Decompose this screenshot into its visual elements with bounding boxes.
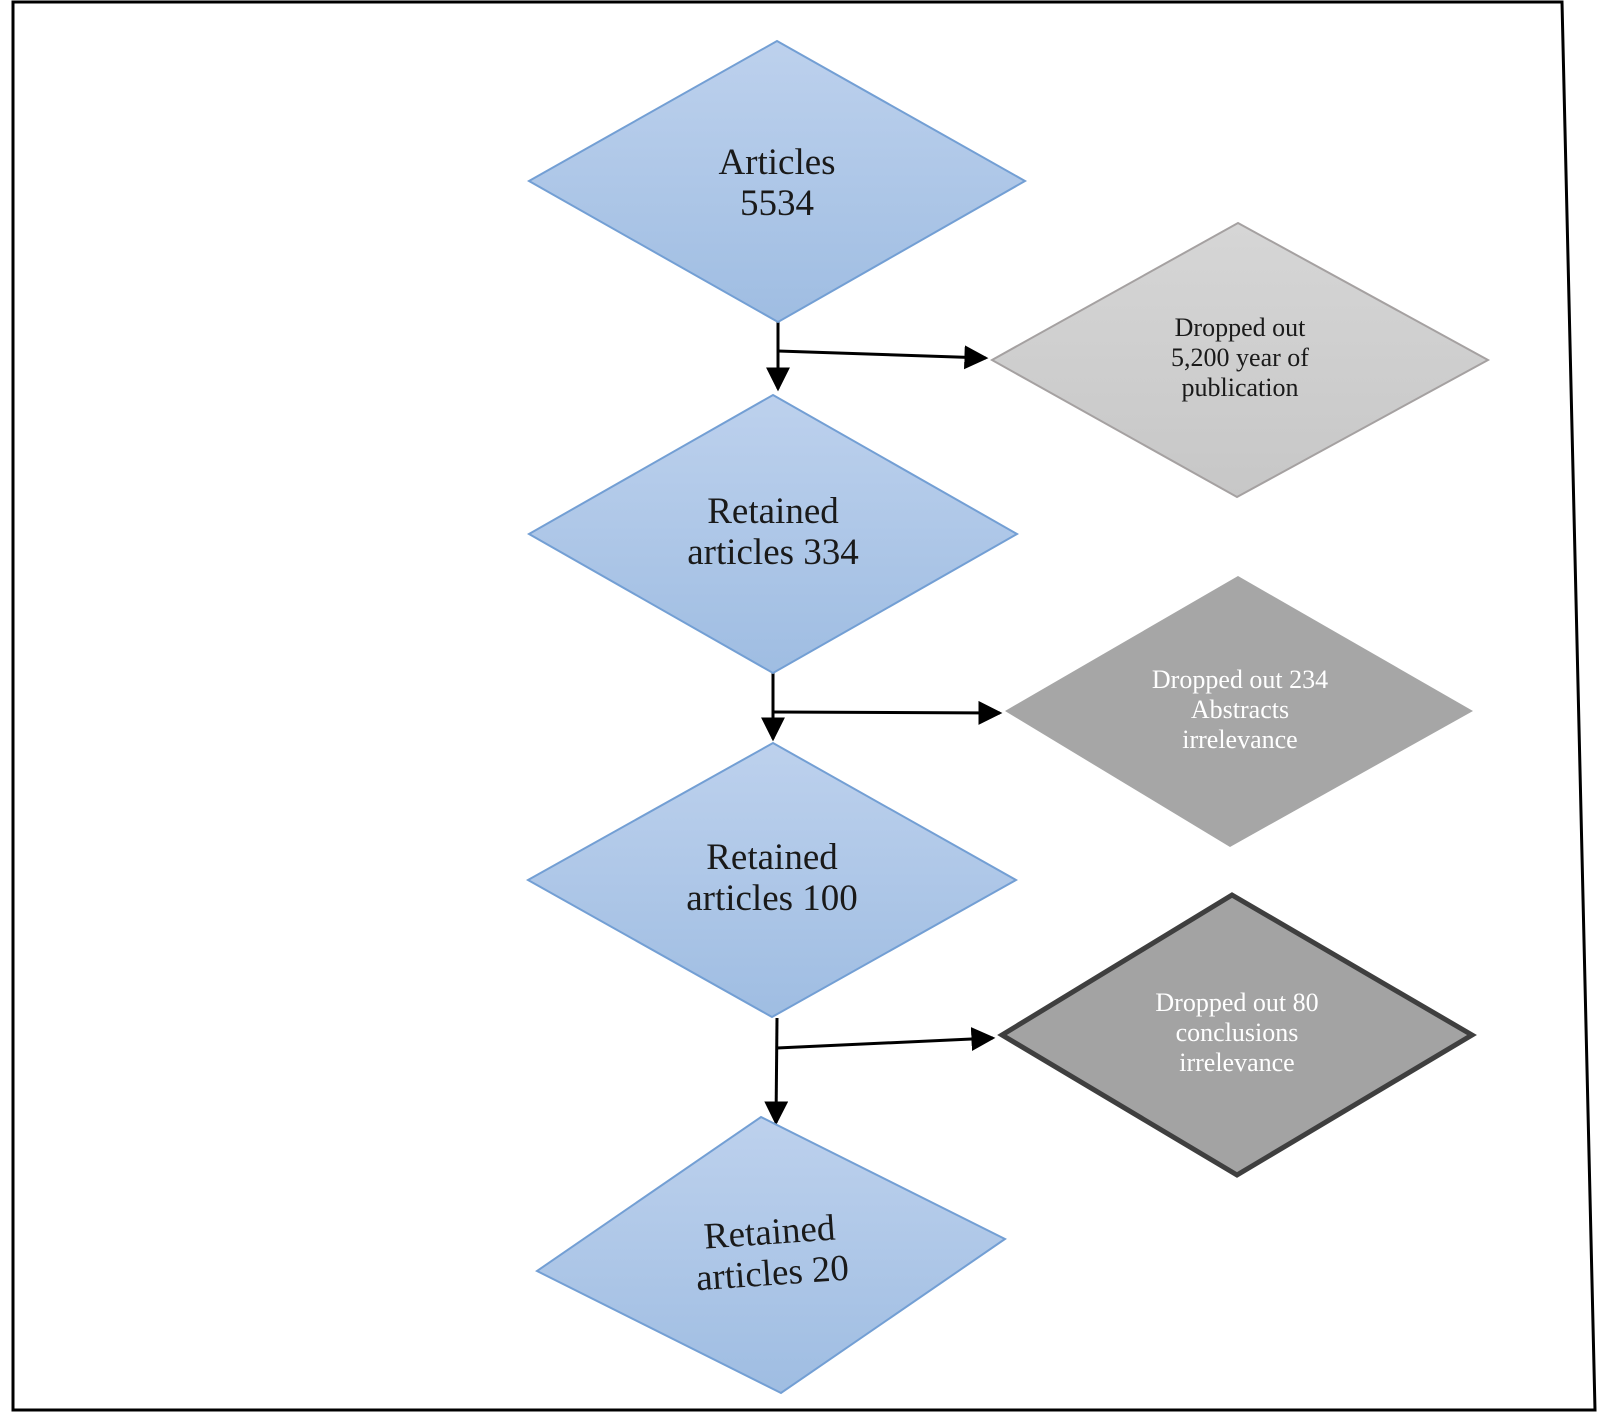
page-border xyxy=(11,0,1597,1412)
flow-node-dropped-80-shape xyxy=(997,892,1477,1178)
arrow-retained-100-to-retained-20 xyxy=(764,1017,789,1126)
flow-node-articles-shape xyxy=(526,39,1028,324)
flow-node-retained-20-shape xyxy=(535,1115,1007,1395)
flow-node-dropped-5200-shape xyxy=(989,221,1491,499)
connector-arrows xyxy=(761,322,1003,1126)
flow-node-dropped-234-shape xyxy=(1005,576,1473,847)
arrow-retained-334-to-dropped-234 xyxy=(772,700,1003,725)
flow-node-retained-100-shape xyxy=(525,741,1019,1019)
flow-node-retained-334-shape xyxy=(526,393,1020,675)
arrow-articles-to-dropped-5200 xyxy=(777,345,989,370)
arrow-retained-100-to-dropped-80 xyxy=(776,1027,996,1051)
